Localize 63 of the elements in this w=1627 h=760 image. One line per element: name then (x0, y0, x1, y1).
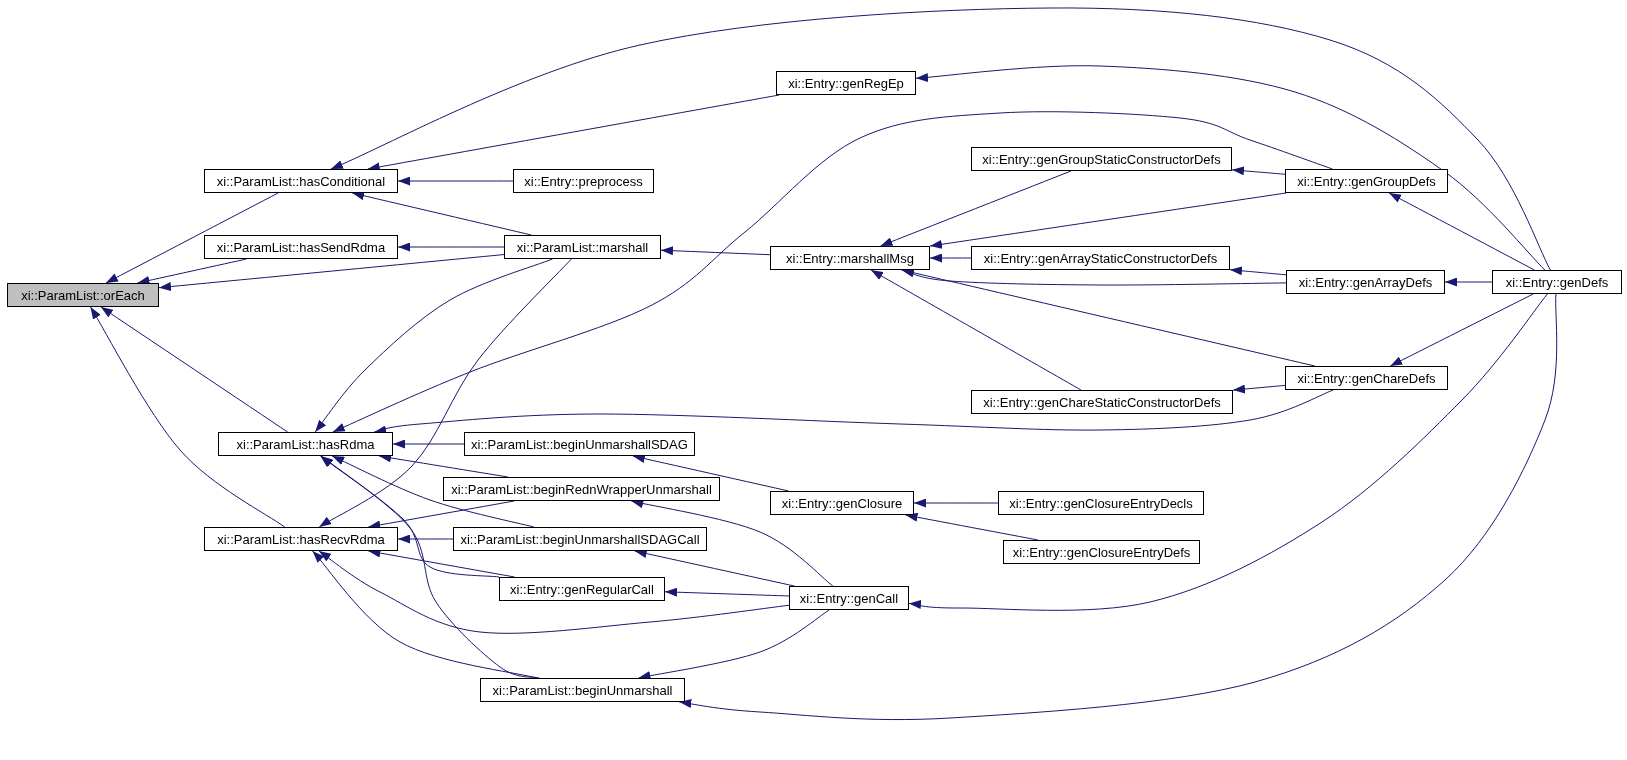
function-box: xi::Entry::genCall (789, 586, 909, 610)
call-arrow (630, 499, 834, 587)
call-arrow (351, 191, 532, 236)
function-box: xi::Entry::preprocess (513, 169, 654, 193)
call-arrow (660, 246, 771, 256)
function-box: xi::ParamList::beginUnmarshallSDAG (464, 432, 695, 456)
function-box: xi::ParamList::beginUnmarshall (480, 678, 685, 702)
function-box: xi::Entry::genGroupDefs (1285, 169, 1448, 193)
function-box: xi::Entry::genArrayDefs (1286, 270, 1445, 294)
call-arrow (320, 455, 500, 578)
call-arrow (929, 253, 972, 263)
function-box: xi::Entry::genRegEp (776, 71, 916, 95)
function-box: xi::Entry::genArrayStaticConstructorDefs (971, 246, 1230, 270)
call-arrow (915, 65, 1546, 271)
call-arrow (678, 293, 1558, 721)
function-box: xi::ParamList::orEach (7, 283, 159, 307)
function-box: xi::ParamList::hasConditional (204, 169, 398, 193)
call-arrow (158, 254, 505, 292)
call-arrow (1231, 166, 1286, 176)
call-arrow (1232, 384, 1286, 394)
call-arrow (1444, 277, 1493, 287)
call-arrow (929, 192, 1287, 249)
function-box: xi::ParamList::marshall (504, 235, 661, 259)
function-box: xi::Entry::genClosureEntryDefs (1003, 540, 1200, 564)
call-arrow (870, 269, 1082, 391)
call-arrow (913, 498, 999, 508)
call-arrow (90, 306, 286, 528)
function-box: xi::ParamList::hasRdma (218, 432, 393, 456)
call-arrow (331, 455, 535, 528)
function-box: xi::ParamList::beginRednWrapperUnmarshall (443, 477, 720, 501)
call-arrow (318, 550, 790, 634)
call-arrow (314, 258, 553, 433)
function-box: xi::ParamList::hasSendRdma (204, 235, 398, 259)
call-arrow (634, 549, 795, 587)
call-arrow (908, 293, 1548, 611)
call-arrow (1388, 192, 1535, 271)
call-arrow (397, 176, 514, 186)
function-box: xi::Entry::genChareStaticConstructorDefs (971, 390, 1233, 414)
call-arrow (318, 258, 572, 528)
call-arrow (137, 258, 247, 285)
call-arrow (330, 7, 1551, 271)
call-arrow (100, 306, 289, 433)
call-arrow (664, 587, 790, 597)
call-arrow (1389, 293, 1534, 367)
call-arrow (312, 550, 538, 679)
call-arrow (373, 389, 1334, 434)
function-box: xi::ParamList::hasRecvRdma (204, 527, 398, 551)
call-arrow (332, 111, 1333, 433)
function-box: xi::Entry::genChareDefs (1285, 366, 1448, 390)
call-arrow (901, 268, 1316, 367)
call-arrow (105, 192, 279, 284)
function-box: xi::Entry::marshallMsg (770, 246, 930, 270)
function-box: xi::Entry::genClosureEntryDecls (998, 491, 1204, 515)
function-box: xi::Entry::genGroupStaticConstructorDefs (971, 147, 1232, 171)
call-arrow (392, 439, 465, 449)
call-arrow (397, 534, 454, 544)
function-box: xi::ParamList::beginUnmarshallSDAGCall (453, 527, 707, 551)
call-arrow (397, 242, 505, 252)
call-arrow (880, 170, 1072, 247)
function-box: xi::Entry::genDefs (1492, 270, 1622, 294)
function-box: xi::Entry::genRegularCall (499, 577, 665, 601)
call-arrow (1229, 266, 1287, 276)
function-box: xi::Entry::genClosure (770, 491, 914, 515)
